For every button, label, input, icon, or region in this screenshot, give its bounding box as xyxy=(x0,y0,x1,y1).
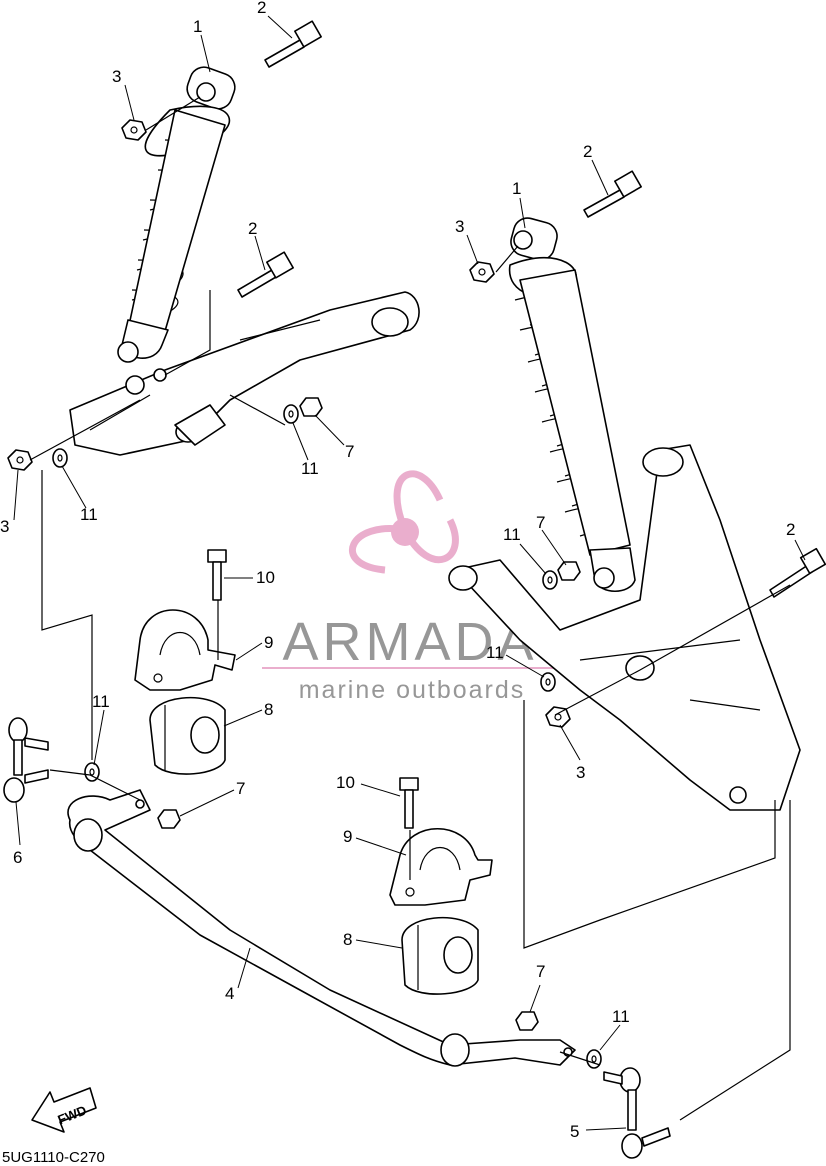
callout-11: 11 xyxy=(92,692,110,711)
callout-10: 10 xyxy=(336,773,355,792)
callout-3: 3 xyxy=(576,763,585,782)
left-shock-absorber xyxy=(117,66,236,363)
callout-7: 7 xyxy=(536,962,545,981)
callout-1: 1 xyxy=(193,17,202,36)
nut-3-top xyxy=(121,119,147,141)
watermark: ARMADA marine outboards xyxy=(262,470,560,704)
washer-11-f xyxy=(586,1049,602,1069)
callout-3: 3 xyxy=(455,217,464,236)
callout-11: 11 xyxy=(612,1007,630,1026)
nut-7-a xyxy=(299,397,323,417)
left-lower-arm xyxy=(69,291,420,456)
callout-2: 2 xyxy=(786,520,795,539)
nut-3-right-bottom xyxy=(545,706,571,728)
callout-10: 10 xyxy=(256,568,275,587)
washer-11-e xyxy=(84,762,100,782)
callout-4: 4 xyxy=(225,984,234,1003)
bushing-8-left xyxy=(149,696,226,775)
callout-8: 8 xyxy=(264,700,273,719)
callout-7: 7 xyxy=(536,513,545,532)
bolt-2-right-top xyxy=(583,170,642,218)
nut-7-d xyxy=(515,1011,539,1031)
bolt-2-top xyxy=(264,20,322,68)
washer-11-b xyxy=(52,448,68,468)
callout-7: 7 xyxy=(236,779,245,798)
clamp-9-right xyxy=(389,827,493,906)
callout-1: 1 xyxy=(512,179,521,198)
callout-2: 2 xyxy=(583,142,592,161)
callout-8: 8 xyxy=(343,930,352,949)
bolt-10-left xyxy=(207,549,227,601)
watermark-brand: ARMADA xyxy=(282,612,537,672)
callout-3: 3 xyxy=(112,67,121,86)
callout-11: 11 xyxy=(80,505,98,524)
watermark-tagline: marine outboards xyxy=(299,676,526,704)
propeller-logo-icon xyxy=(349,470,459,574)
bushing-8-right xyxy=(401,916,479,995)
callout-11: 11 xyxy=(486,643,504,662)
callout-11: 11 xyxy=(503,525,521,544)
nut-7-c xyxy=(157,809,181,829)
link-rod-5 xyxy=(603,1067,671,1159)
callout-2: 2 xyxy=(257,0,266,17)
nut-3-left xyxy=(7,449,33,471)
bolt-10-right xyxy=(399,777,419,829)
callout-9: 9 xyxy=(343,827,352,846)
fwd-arrow-icon: FWD xyxy=(31,1087,97,1133)
callout-11: 11 xyxy=(301,459,319,478)
callout-2: 2 xyxy=(248,219,257,238)
drawing-code: 5UG1110-C270 xyxy=(2,1149,105,1166)
washer-11-d xyxy=(540,672,556,692)
nut-7-b xyxy=(557,561,581,581)
nut-3-right-top xyxy=(469,261,495,283)
link-rod-6 xyxy=(3,717,49,803)
bolt-2-mid-left xyxy=(237,251,294,298)
assembly-guide-lines xyxy=(29,96,791,1121)
leader-lines xyxy=(13,15,806,1131)
stabilizer-bar xyxy=(67,789,576,1067)
bolt-2-right-bottom xyxy=(769,547,826,598)
washer-11-a xyxy=(283,404,299,424)
callout-3: 3 xyxy=(0,517,9,536)
callout-9: 9 xyxy=(264,633,273,652)
callout-7: 7 xyxy=(345,442,354,461)
right-shock-absorber xyxy=(508,217,636,593)
callout-labels: 1 2 3 2 3 11 11 7 2 1 3 11 7 2 11 3 10 9… xyxy=(0,0,795,1141)
clamp-9-left xyxy=(134,609,236,691)
callout-6: 6 xyxy=(13,848,22,867)
washer-11-c xyxy=(542,570,558,590)
right-lower-arm xyxy=(448,444,801,811)
callout-5: 5 xyxy=(570,1122,579,1141)
